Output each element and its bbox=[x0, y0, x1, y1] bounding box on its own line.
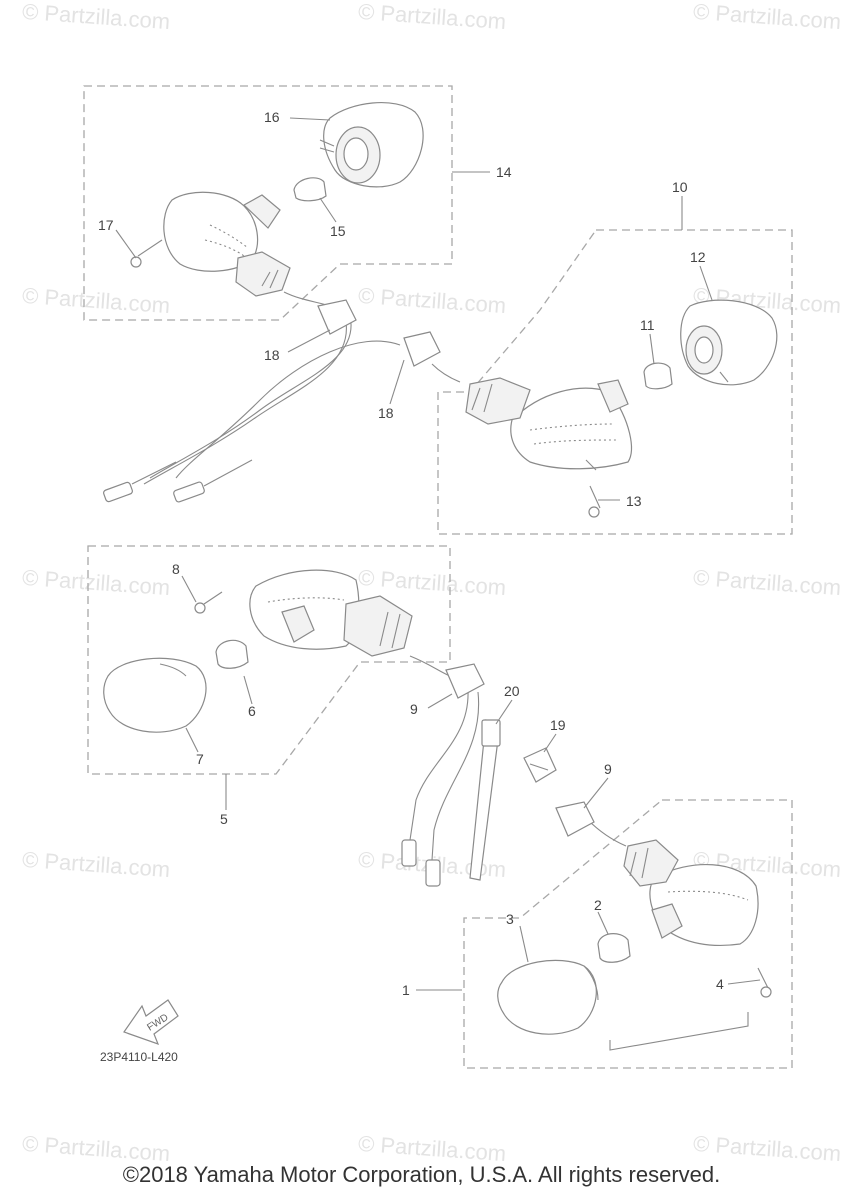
cable-tie-and-clip bbox=[469, 719, 557, 881]
callout-14: 14 bbox=[496, 164, 512, 180]
callout-6: 6 bbox=[248, 703, 256, 719]
callout-10: 10 bbox=[672, 179, 688, 195]
flasher-light-assembly-5 bbox=[87, 545, 485, 887]
diagram-code: 23P4110-L420 bbox=[100, 1050, 178, 1064]
callout-20: 20 bbox=[504, 683, 520, 699]
callout-13: 13 bbox=[626, 493, 642, 509]
callout-19: 19 bbox=[550, 717, 566, 733]
callout-8: 8 bbox=[172, 561, 180, 577]
callout-3: 3 bbox=[506, 911, 514, 927]
callout-9a: 9 bbox=[410, 701, 418, 717]
callout-4: 4 bbox=[716, 976, 724, 992]
flasher-light-assembly-1 bbox=[463, 799, 793, 1069]
callout-17: 17 bbox=[98, 217, 114, 233]
callout-2: 2 bbox=[594, 897, 602, 913]
copyright-notice: ©2018 Yamaha Motor Corporation, U.S.A. A… bbox=[122, 1162, 721, 1187]
callout-15: 15 bbox=[330, 223, 346, 239]
callout-7: 7 bbox=[196, 751, 204, 767]
callout-numbers: 16 14 15 17 18 10 12 11 18 13 8 6 7 5 9 … bbox=[98, 109, 724, 998]
callout-5: 5 bbox=[220, 811, 228, 827]
callout-1: 1 bbox=[402, 982, 410, 998]
flasher-light-assembly-14 bbox=[83, 85, 453, 503]
callout-18b: 18 bbox=[378, 405, 394, 421]
callout-9b: 9 bbox=[604, 761, 612, 777]
leader-lines bbox=[115, 117, 761, 991]
forward-direction-arrow: FWD bbox=[123, 999, 179, 1046]
callout-12: 12 bbox=[690, 249, 706, 265]
flasher-light-assembly-10 bbox=[175, 229, 793, 535]
callout-18a: 18 bbox=[264, 347, 280, 363]
callout-11: 11 bbox=[640, 317, 655, 333]
callout-16: 16 bbox=[264, 109, 280, 125]
